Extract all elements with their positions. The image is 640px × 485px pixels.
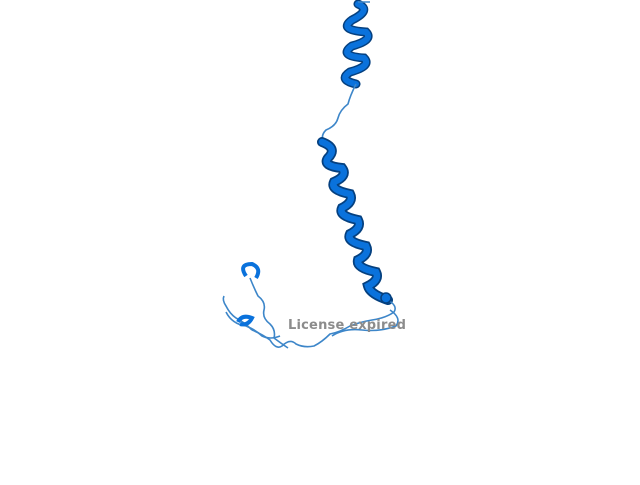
loop-1 <box>321 83 357 143</box>
license-watermark: License expired <box>288 318 407 333</box>
small-helix-b <box>236 314 255 327</box>
small-helix-a <box>241 261 261 280</box>
helix-long <box>317 137 393 305</box>
helix-top <box>340 0 373 89</box>
helix-end-cap <box>380 292 392 304</box>
